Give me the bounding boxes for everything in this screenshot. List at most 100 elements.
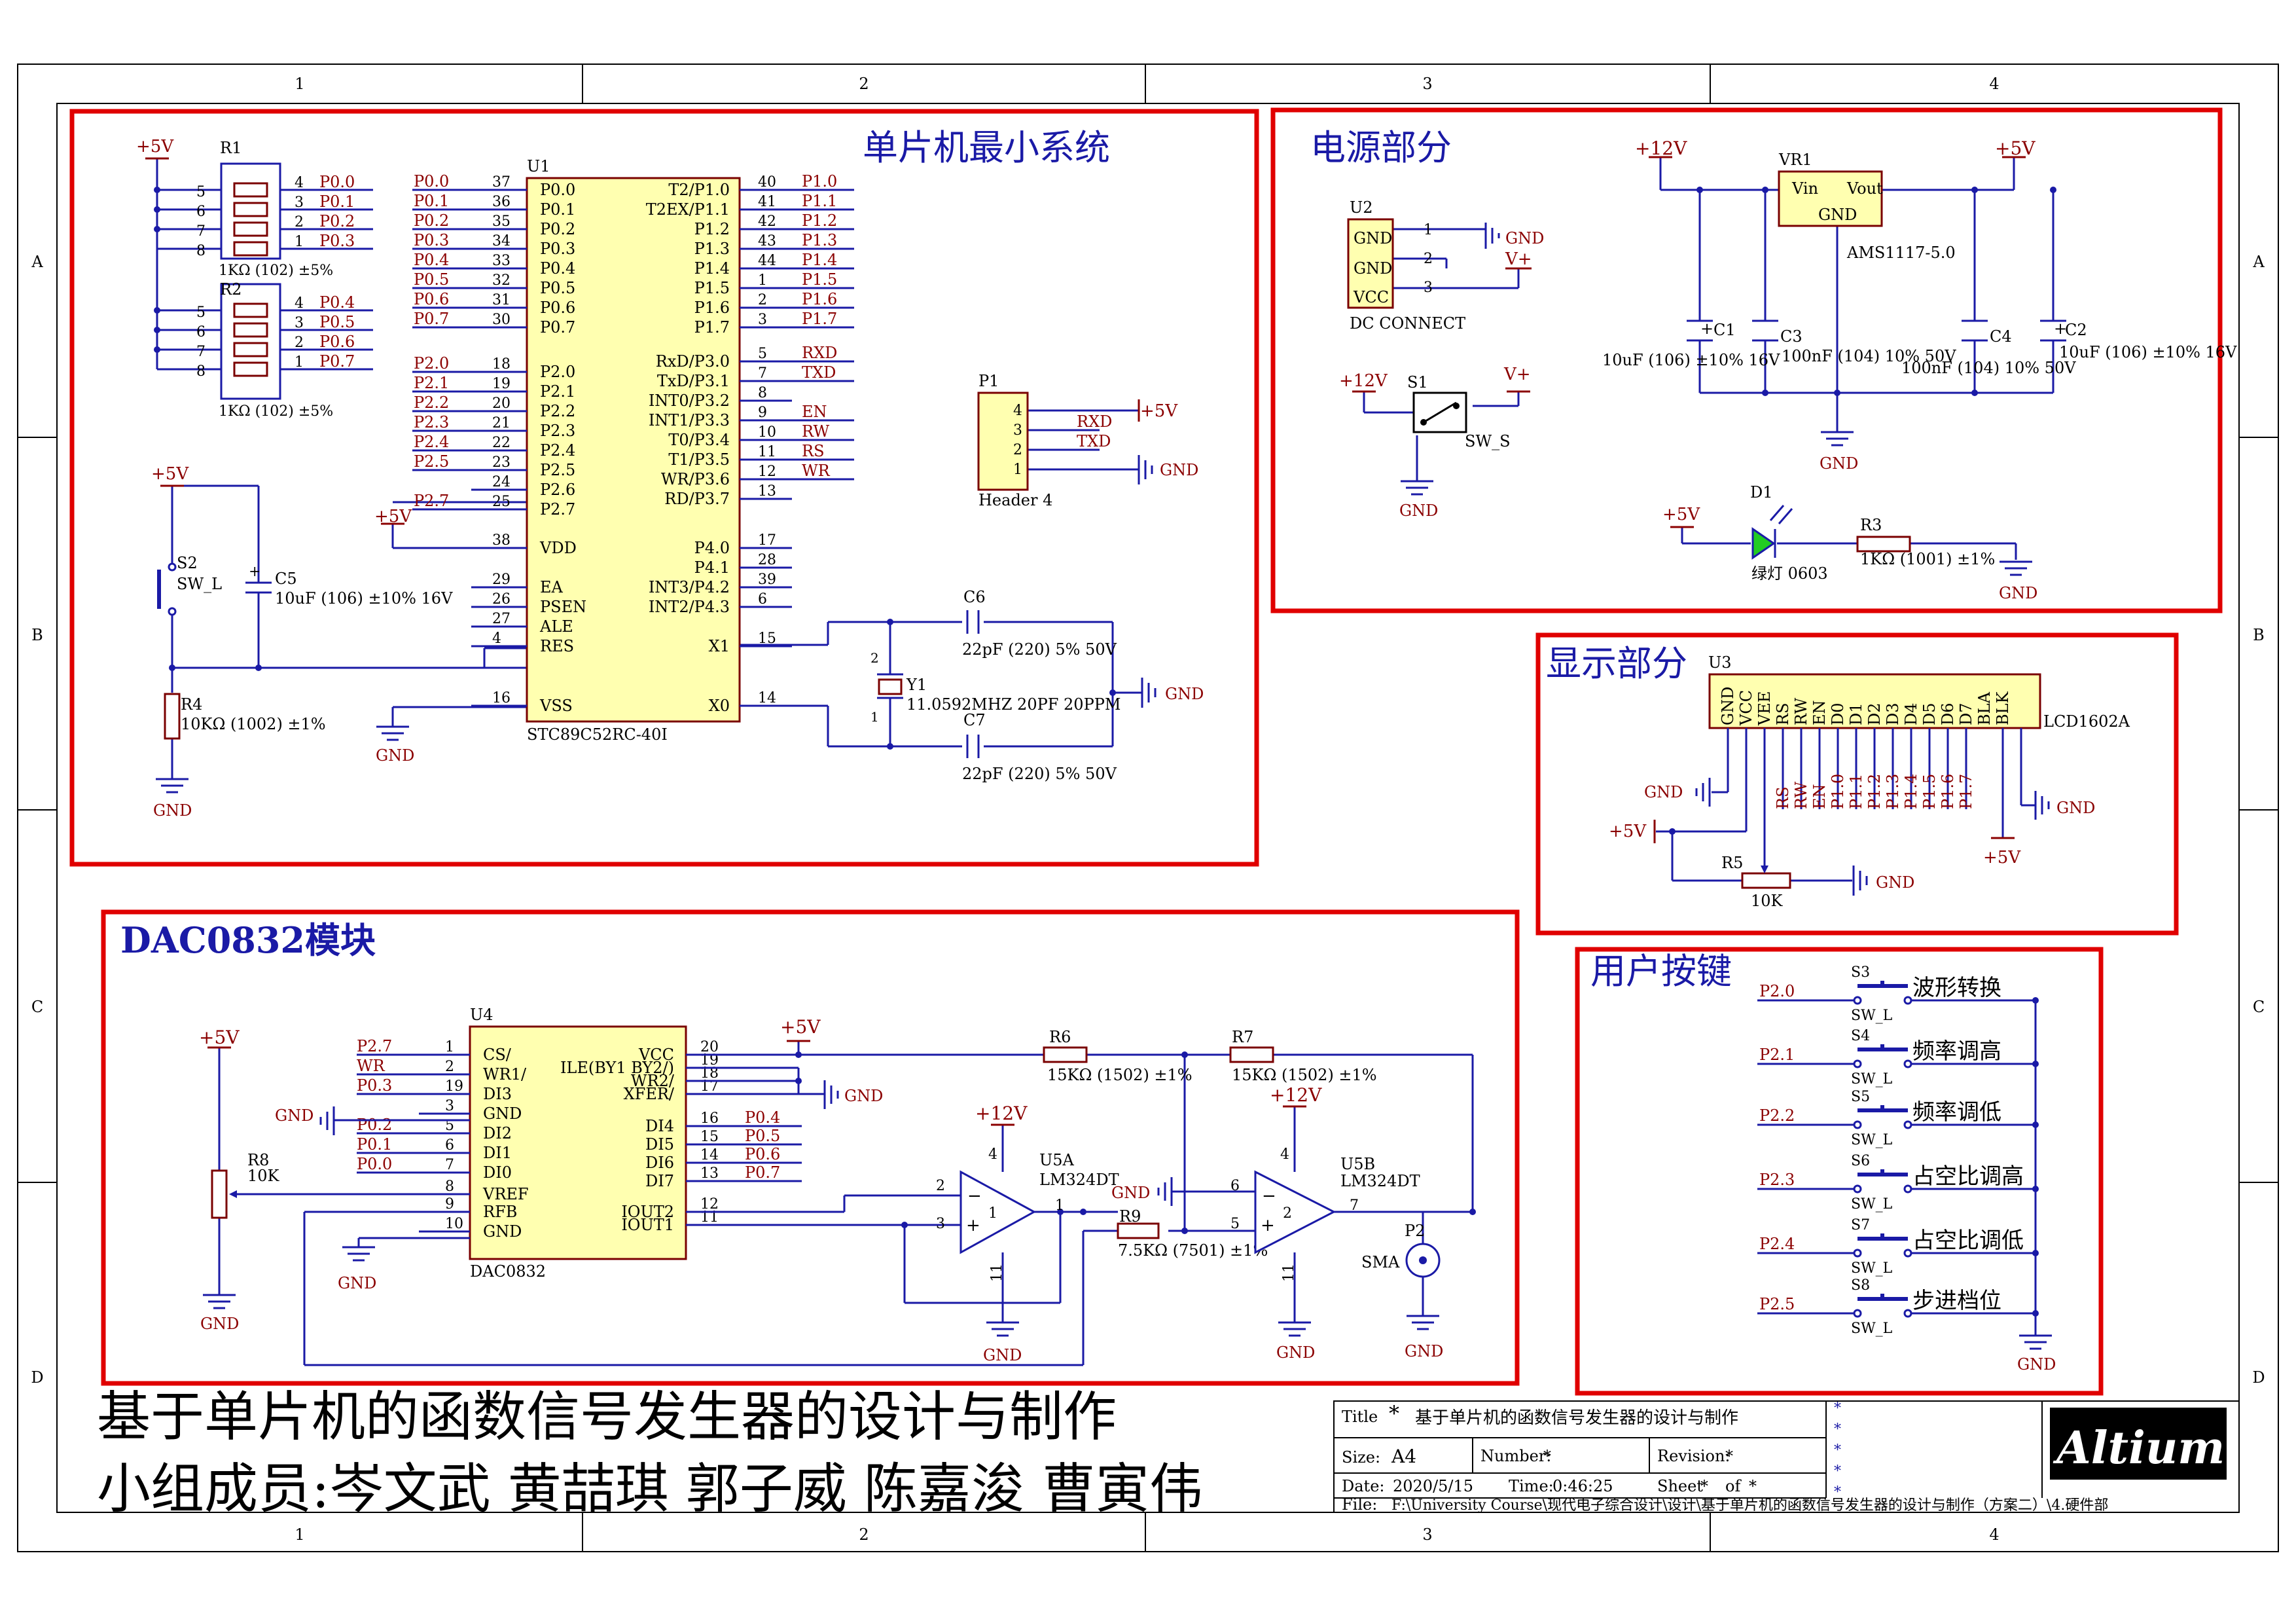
svg-text:+5V: +5V [1662,505,1700,524]
u3-pin-name: D5 [1920,702,1939,725]
u1-pin-number: 32 [492,272,511,289]
svg-text:GND: GND [983,1346,1022,1364]
u1-pin-number: 16 [492,690,511,706]
key-value: SW_L [1851,1196,1893,1213]
svg-text:GND: GND [1876,873,1914,892]
u1-pin-name: P0.7 [540,318,575,337]
u1-pin-number: 34 [492,233,511,249]
svg-text:+5V: +5V [1983,848,2021,867]
svg-text:U1: U1 [527,157,550,175]
u1-pin-number: 40 [758,174,776,191]
u4-pin-number: 2 [445,1059,454,1075]
u1-pin-number: 14 [758,690,776,706]
svg-text:+5V: +5V [1140,401,1178,421]
u1-pin-name: P1.6 [694,299,730,317]
u4-pin-number: 8 [445,1178,454,1195]
u1-net-label: P1.5 [802,270,837,289]
u1-pin-name: P2.5 [540,461,575,479]
u3-pin-name: D0 [1829,702,1847,725]
svg-text:P0.5: P0.5 [319,313,355,331]
u3-pin-name: D4 [1902,702,1920,725]
lcd-net-label: P1.3 [1884,774,1902,809]
u1-pin-name: P2.6 [540,481,575,499]
svg-text:+5V: +5V [1995,137,2036,159]
svg-text:GND: GND [1820,454,1858,473]
size-value: A4 [1391,1446,1416,1467]
u4-pin-number: 15 [700,1129,719,1145]
u1-pin-name: TxD/P3.1 [657,372,730,390]
u1-pin-name: P2.1 [540,382,575,401]
svg-text:2: 2 [295,335,304,351]
svg-text:R4: R4 [181,695,202,714]
svg-text:4: 4 [1013,403,1022,419]
svg-text:7: 7 [196,223,206,240]
u3-pin-name: RW [1792,697,1810,725]
u1-net-label: P1.3 [802,231,837,249]
svg-text:GND: GND [1818,206,1857,224]
zone-top-1: 1 [295,75,304,93]
svg-text:R8: R8 [247,1151,269,1169]
u4-pin-number: 13 [700,1165,719,1182]
svg-text:U4: U4 [470,1006,493,1024]
zone-bottom-2: 2 [859,1525,869,1544]
svg-text:15KΩ (1502) ±1%: 15KΩ (1502) ±1% [1232,1066,1377,1084]
u4-pin-name: WR2/ [631,1072,675,1090]
u5b-opamp: −+ 2 U5B LM324DT 6 5 7 4 11 [1230,1146,1420,1282]
svg-text:Y1: Y1 [906,676,927,694]
svg-text:2: 2 [870,650,879,666]
u1-pin-number: 24 [492,474,511,490]
u1-pin-number: 6 [758,591,767,608]
svg-text:D1: D1 [1750,483,1773,501]
u1-pin-number: 18 [492,356,511,373]
r2-resistor-network: R2 1KΩ (102) ±5% 56 78 43 21 P0.4P0.5 P0… [196,280,355,420]
svg-text:Vin: Vin [1791,179,1818,198]
u1-net-label: RW [802,422,830,441]
svg-text:+5V: +5V [151,464,189,484]
u4-pin-number: 1 [445,1039,454,1055]
u4-pin-number: 6 [445,1137,454,1154]
svg-text:3: 3 [295,315,304,331]
key-label: 频率调高 [1912,1038,2001,1065]
r4-resistor: R4 10KΩ (1002) ±1% [164,693,326,740]
zone-right-A: A [2252,253,2265,271]
u1-net-label: P2.1 [414,374,449,392]
u1-pin-number: 27 [492,611,511,627]
u3-pin-name: D7 [1957,702,1975,725]
svg-text:GND: GND [376,746,414,765]
svg-text:*: * [1834,1484,1841,1501]
key-contact [1903,1059,1912,1068]
u1-pin-number: 1 [758,272,767,289]
u1-pin-number: 38 [492,532,511,549]
svg-text:DC CONNECT: DC CONNECT [1350,314,1465,333]
svg-text:1: 1 [1424,222,1433,238]
svg-text:AMS1117-5.0: AMS1117-5.0 [1846,244,1956,262]
svg-text:GND: GND [1505,229,1544,247]
svg-text:2: 2 [1013,442,1022,458]
u1-net-label: P1.2 [802,211,837,230]
svg-text:GND: GND [1354,229,1392,247]
svg-text:+12V: +12V [1270,1084,1322,1106]
u4-pin-name: DI7 [645,1172,674,1190]
c2-value: 10uF (106) ±10% 16V [2059,343,2237,361]
key-value: SW_L [1851,1260,1893,1277]
r6-resistor: R6 15KΩ (1502) ±1% [1043,1028,1193,1084]
u1-pin-name: P1.5 [694,279,730,297]
u1-net-label: P0.1 [414,192,449,210]
revision-value: * [1725,1447,1733,1465]
of-value: * [1749,1477,1757,1495]
zone-right-C: C [2253,998,2265,1016]
u3-pin-name: RS [1774,702,1792,725]
key-net-label: P2.1 [1759,1046,1795,1064]
lcd-net-label: EN [1810,784,1829,809]
r-network-vcc-symbol: +5V [136,137,174,160]
u4-pin-name: RFB [483,1203,517,1221]
u1-net-label: P0.4 [414,251,449,269]
keys-section-title: 用户按键 [1590,951,1732,992]
u1-pin-number: 42 [758,213,776,230]
key-label: 占空比调高 [1912,1163,2024,1190]
key-label: 步进档位 [1912,1288,2001,1314]
